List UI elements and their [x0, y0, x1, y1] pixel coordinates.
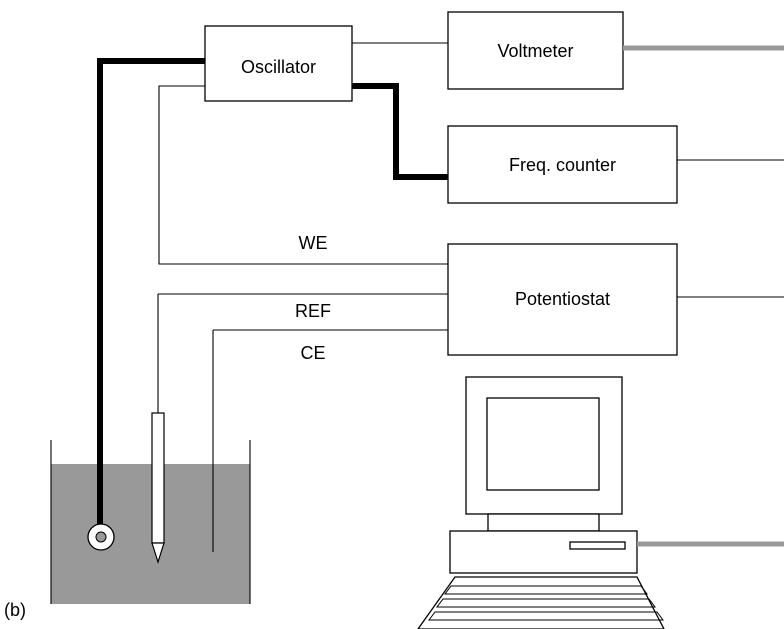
monitor-screen	[486, 397, 600, 491]
quartz-crystal-electrode	[87, 523, 115, 551]
monitor-stand	[487, 513, 600, 532]
potentiostat-box	[447, 243, 678, 356]
computer-base-unit	[449, 530, 638, 574]
ce-label: CE	[300, 343, 325, 363]
potentiostat-label: Potentiostat	[515, 289, 610, 309]
keyboard	[417, 576, 665, 629]
ref-label: REF	[295, 301, 331, 321]
keyboard-row-2	[436, 598, 656, 608]
oscillator-label: Oscillator	[241, 57, 316, 77]
beaker	[50, 440, 251, 604]
freq-counter-box	[447, 125, 678, 204]
oscillator-freq-cable	[352, 83, 448, 180]
electrolyte-solution	[51, 464, 250, 604]
disk-drive-slot	[569, 541, 626, 550]
oscillator-box	[204, 25, 353, 102]
voltmeter-box	[447, 11, 624, 90]
freq-counter-label: Freq. counter	[509, 155, 616, 175]
voltmeter-label: Voltmeter	[497, 41, 573, 61]
we-wire	[158, 85, 448, 265]
keyboard-row-3	[428, 611, 664, 621]
we-label: WE	[299, 233, 328, 253]
reference-electrode	[151, 294, 165, 564]
panel-label: (b)	[4, 600, 26, 620]
keyboard-row-1	[444, 585, 648, 595]
crystal-cable	[97, 58, 205, 532]
computer	[417, 376, 665, 629]
